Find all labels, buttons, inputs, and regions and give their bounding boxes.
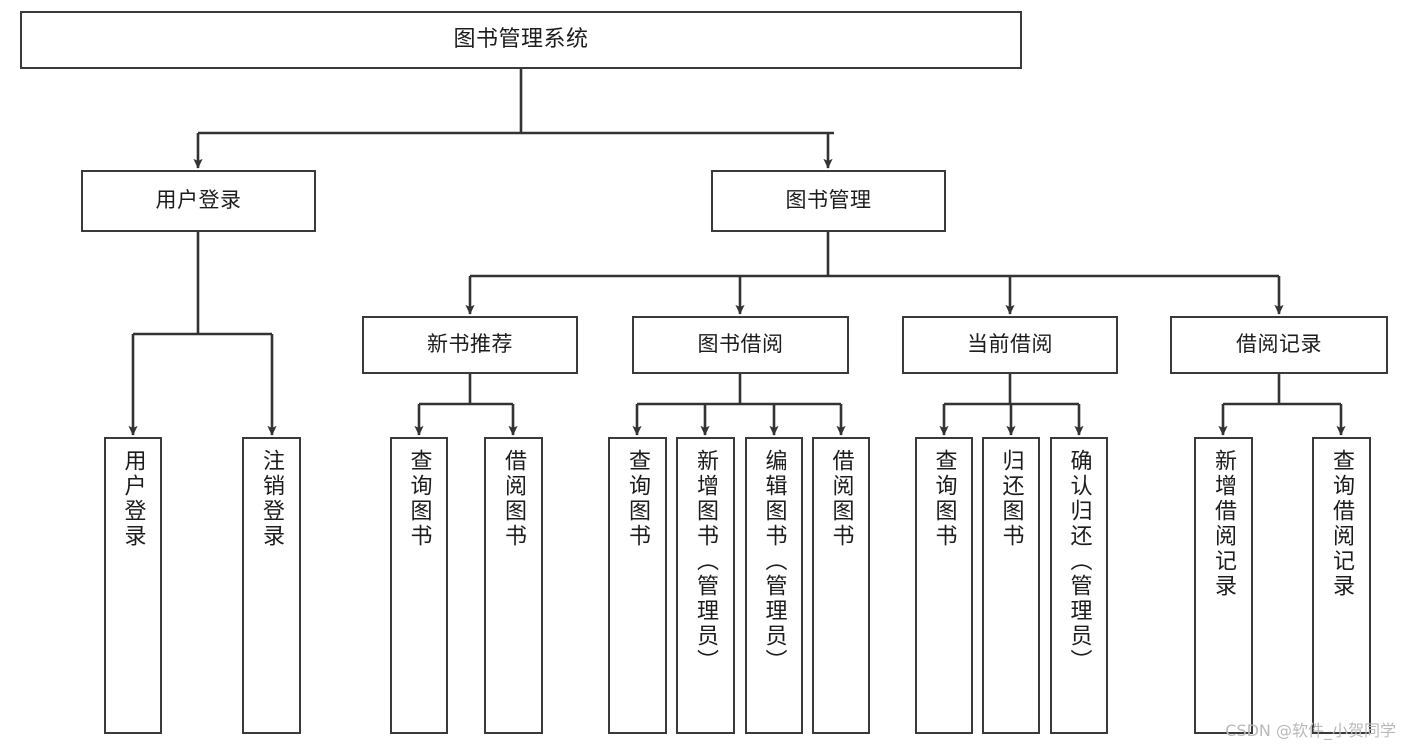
node-book-borrow-label: 图书借阅 — [697, 332, 784, 357]
node-leaf-query-book-1-label: 查询图书 — [406, 449, 432, 549]
node-leaf-add-record[interactable]: 新增借阅记录 — [1194, 437, 1253, 734]
node-new-book-rec[interactable]: 新书推荐 — [362, 316, 578, 374]
node-leaf-query-book-2[interactable]: 查询图书 — [608, 437, 667, 734]
node-leaf-edit-book[interactable]: 编辑图书（管理员） — [745, 437, 803, 734]
node-book-manage-label: 图书管理 — [785, 188, 872, 213]
node-leaf-borrow-book-1[interactable]: 借阅图书 — [484, 437, 543, 734]
node-leaf-query-book-3-label: 查询图书 — [931, 449, 957, 549]
node-user-login[interactable]: 用户登录 — [81, 170, 316, 232]
node-leaf-query-record[interactable]: 查询借阅记录 — [1312, 437, 1371, 734]
node-user-login-label: 用户登录 — [155, 188, 242, 213]
node-leaf-return-book[interactable]: 归还图书 — [982, 437, 1040, 734]
node-book-manage[interactable]: 图书管理 — [711, 170, 946, 232]
node-leaf-borrow-book-1-label: 借阅图书 — [501, 449, 527, 549]
node-leaf-confirm-return[interactable]: 确认归还（管理员） — [1050, 437, 1108, 734]
node-leaf-query-book-2-label: 查询图书 — [625, 449, 651, 549]
node-leaf-user-login-label: 用户登录 — [120, 449, 146, 549]
node-leaf-query-book-1[interactable]: 查询图书 — [390, 437, 448, 734]
node-leaf-user-login[interactable]: 用户登录 — [104, 437, 162, 734]
node-leaf-logout-label: 注销登录 — [259, 449, 285, 549]
node-leaf-add-book-label: 新增图书（管理员） — [693, 449, 719, 674]
node-leaf-query-record-label: 查询借阅记录 — [1329, 449, 1355, 599]
node-leaf-query-book-3[interactable]: 查询图书 — [915, 437, 973, 734]
node-leaf-borrow-book-2-label: 借阅图书 — [828, 449, 854, 549]
node-new-book-rec-label: 新书推荐 — [427, 332, 513, 357]
node-leaf-confirm-return-label: 确认归还（管理员） — [1066, 449, 1092, 674]
node-leaf-edit-book-label: 编辑图书（管理员） — [761, 449, 787, 674]
node-root-label: 图书管理系统 — [453, 26, 589, 52]
watermark: CSDN @软件_小贺同学 — [1225, 721, 1396, 740]
node-borrow-record-label: 借阅记录 — [1236, 332, 1322, 357]
node-root[interactable]: 图书管理系统 — [20, 11, 1022, 69]
node-current-borrow[interactable]: 当前借阅 — [902, 316, 1118, 374]
node-borrow-record[interactable]: 借阅记录 — [1170, 316, 1388, 374]
node-book-borrow[interactable]: 图书借阅 — [632, 316, 849, 374]
node-leaf-logout[interactable]: 注销登录 — [242, 437, 301, 734]
node-leaf-return-book-label: 归还图书 — [998, 449, 1024, 549]
node-current-borrow-label: 当前借阅 — [967, 332, 1053, 357]
node-leaf-borrow-book-2[interactable]: 借阅图书 — [812, 437, 870, 734]
node-leaf-add-book[interactable]: 新增图书（管理员） — [676, 437, 735, 734]
node-leaf-add-record-label: 新增借阅记录 — [1211, 449, 1237, 599]
